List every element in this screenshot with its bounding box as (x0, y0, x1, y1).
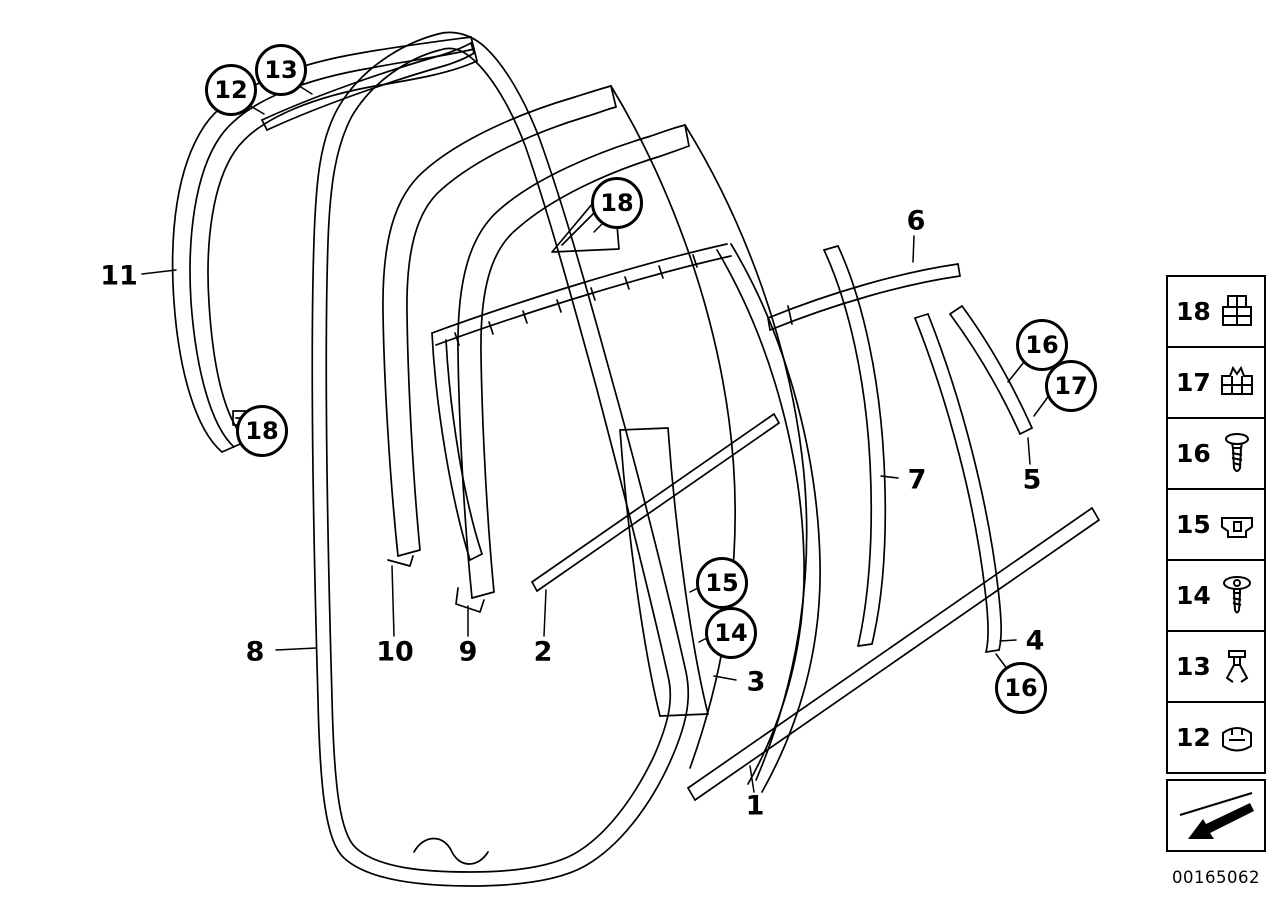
legend-number: 18 (1176, 297, 1211, 326)
part-2-inner-weatherstrip (532, 414, 779, 591)
legend-number: 17 (1176, 368, 1211, 397)
callout-3-label[interactable]: 3 (746, 666, 766, 698)
part-1-outer-belt-strip (688, 508, 1099, 800)
direction-arrow-icon (1168, 783, 1264, 849)
leader-lines (142, 84, 1050, 792)
retaining-bracket-clip-icon (1210, 356, 1264, 410)
part-4-guide-strip (915, 314, 1001, 652)
legend-number: 14 (1176, 581, 1211, 610)
callout-8-label[interactable]: 8 (245, 636, 265, 668)
legend-number: 16 (1176, 439, 1211, 468)
screw-with-washer-icon (1210, 569, 1264, 623)
part-7-guide-channel (824, 246, 885, 646)
callout-18-left-badge[interactable]: 18 (236, 405, 288, 457)
callout-2-label[interactable]: 2 (533, 636, 553, 668)
callout-18-top-badge[interactable]: 18 (591, 177, 643, 229)
legend-number: 15 (1176, 510, 1211, 539)
part-5-pillar-trim-strip (950, 306, 1032, 434)
legend-number: 13 (1176, 652, 1211, 681)
part-3-division-cover (620, 428, 708, 716)
callout-11-label[interactable]: 11 (100, 260, 138, 292)
part-8-door-weatherstrip (312, 32, 688, 886)
legend-row-17[interactable]: 17 (1166, 346, 1266, 419)
callout-14-badge[interactable]: 14 (705, 607, 757, 659)
legend-row-12[interactable]: 12 (1166, 701, 1266, 774)
callout-17-badge[interactable]: 17 (1045, 360, 1097, 412)
callout-12-badge[interactable]: 12 (205, 64, 257, 116)
glass-run-frame (432, 244, 820, 792)
part-9-guide-channel-frame (456, 125, 807, 780)
callout-4-label[interactable]: 4 (1025, 625, 1045, 657)
legend-row-18[interactable]: 18 (1166, 275, 1266, 348)
callout-7-label[interactable]: 7 (907, 464, 927, 496)
part-10-guide-rail-frame (383, 86, 735, 768)
sheet-metal-clip-icon (1210, 285, 1264, 339)
legend-direction-arrow[interactable] (1166, 779, 1266, 852)
legend-row-14[interactable]: 14 (1166, 559, 1266, 632)
part-11-window-frame-seal (173, 37, 477, 452)
self-tapping-screw-icon (1210, 427, 1264, 481)
callout-10-label[interactable]: 10 (376, 636, 414, 668)
expanding-rivet-icon (1210, 640, 1264, 694)
legend-row-16[interactable]: 16 (1166, 417, 1266, 490)
part-6-trim-strip (768, 264, 960, 330)
diagram-number: 00165062 (1172, 868, 1260, 887)
callout-9-label[interactable]: 9 (458, 636, 478, 668)
callout-16-upper-badge[interactable]: 16 (1016, 319, 1068, 371)
mounting-clip-icon (1210, 498, 1264, 552)
part-12-13-frame-trim-strip (262, 43, 474, 130)
legend-number: 12 (1176, 723, 1211, 752)
fastener-legend: 18 17 16 (1166, 275, 1266, 852)
spring-clip-icon (1210, 711, 1264, 765)
callout-6-label[interactable]: 6 (906, 205, 926, 237)
callout-13-badge[interactable]: 13 (255, 44, 307, 96)
callout-1-label[interactable]: 1 (745, 790, 765, 822)
legend-row-15[interactable]: 15 (1166, 488, 1266, 561)
callout-16-lower-badge[interactable]: 16 (995, 662, 1047, 714)
callout-15-badge[interactable]: 15 (696, 557, 748, 609)
legend-row-13[interactable]: 13 (1166, 630, 1266, 703)
callout-5-label[interactable]: 5 (1022, 464, 1042, 496)
